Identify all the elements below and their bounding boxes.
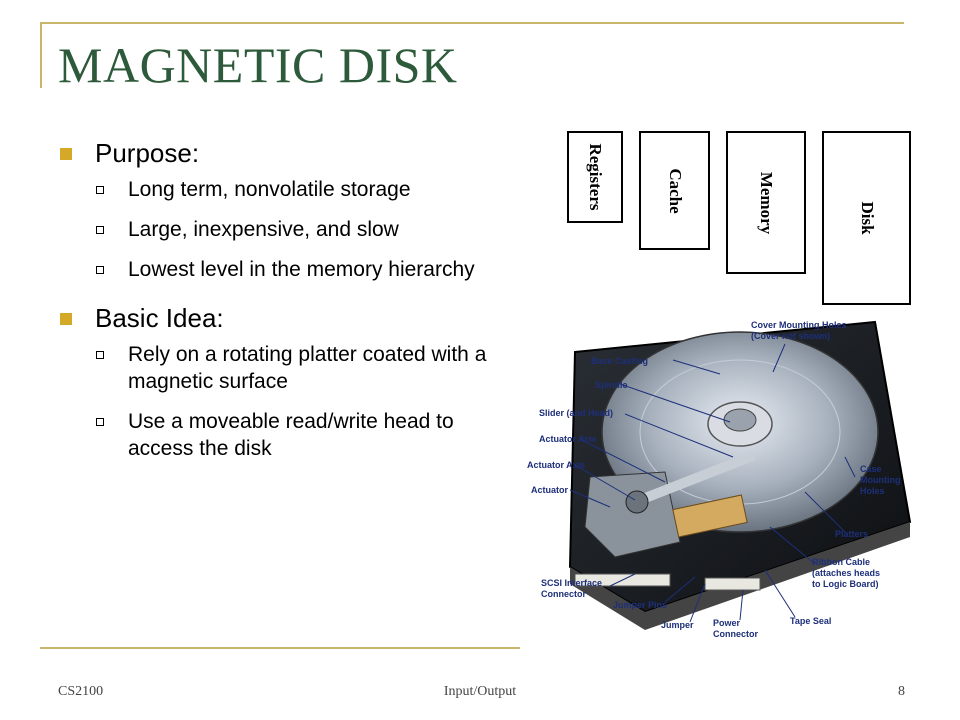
footer-page-number: 8 bbox=[898, 684, 905, 699]
callout-ribbon-3: to Logic Board) bbox=[812, 579, 879, 589]
callout-case-3: Holes bbox=[860, 486, 885, 496]
hollow-square-icon bbox=[96, 186, 104, 194]
callout-tape-seal: Tape Seal bbox=[790, 616, 831, 626]
bullet-purpose: Purpose: bbox=[58, 136, 518, 170]
callout-power-2: Connector bbox=[713, 629, 758, 639]
frame-top-rule bbox=[40, 22, 904, 24]
bullet-square-icon bbox=[60, 148, 72, 160]
callout-cover-2: (Cover not shown) bbox=[751, 331, 830, 341]
callout-actuator-axis: Actuator Axis bbox=[527, 460, 585, 470]
callout-power-1: Power bbox=[713, 618, 741, 628]
frame-left-rule bbox=[40, 22, 42, 88]
callout-jumper: Jumper bbox=[661, 620, 694, 630]
disk-actuator-arm bbox=[630, 452, 755, 507]
hard-disk-illustration: Base Casting Spindle Slider (and Head) A… bbox=[527, 320, 912, 639]
hierarchy-memory: Memory bbox=[726, 131, 806, 274]
sub-bullet: Lowest level in the memory hierarchy bbox=[58, 256, 518, 283]
sub-bullet: Use a moveable read/write head to access… bbox=[58, 408, 518, 462]
bullet-square-icon bbox=[60, 313, 72, 325]
sub-bullet: Large, inexpensive, and slow bbox=[58, 216, 518, 243]
hierarchy-disk: Disk bbox=[822, 131, 911, 305]
hollow-square-icon bbox=[96, 418, 104, 426]
hierarchy-cache: Cache bbox=[639, 131, 710, 250]
sub-bullet: Long term, nonvolatile storage bbox=[58, 176, 518, 203]
callout-scsi-2: Connector bbox=[541, 589, 586, 599]
callout-ribbon-1: Ribbon Cable bbox=[812, 557, 870, 567]
callout-base-casting: Base Casting bbox=[591, 356, 648, 366]
bottom-rule bbox=[40, 647, 520, 649]
hierarchy-registers: Registers bbox=[567, 131, 623, 223]
bullet-list: Purpose: Long term, nonvolatile storage … bbox=[58, 136, 518, 475]
hollow-square-icon bbox=[96, 266, 104, 274]
slide-title: MAGNETIC DISK bbox=[58, 37, 458, 93]
callout-actuator: Actuator bbox=[531, 485, 568, 495]
footer-topic: Input/Output bbox=[443, 684, 517, 699]
callout-slider: Slider (and Head) bbox=[539, 408, 613, 418]
callout-case-1: Case bbox=[860, 464, 882, 474]
callout-platters: Platters bbox=[835, 529, 868, 539]
footer-course: CS2100 bbox=[58, 684, 104, 699]
callout-case-2: Mounting bbox=[860, 475, 900, 485]
callout-jumper-pins: Jumper Pins bbox=[613, 600, 667, 610]
callout-spindle: Spindle bbox=[595, 380, 628, 390]
callout-ribbon-2: (attaches heads bbox=[812, 568, 880, 578]
bullet-basic-idea: Basic Idea: bbox=[58, 301, 518, 335]
hollow-square-icon bbox=[96, 226, 104, 234]
callout-cover-1: Cover Mounting Holes bbox=[751, 320, 847, 330]
sub-bullet: Rely on a rotating platter coated with a… bbox=[58, 341, 518, 395]
callout-scsi-1: SCSI Interface bbox=[541, 578, 602, 588]
callout-actuator-arm: Actuator Arm bbox=[539, 434, 596, 444]
disk-ribbon bbox=[672, 494, 748, 538]
hollow-square-icon bbox=[96, 351, 104, 359]
